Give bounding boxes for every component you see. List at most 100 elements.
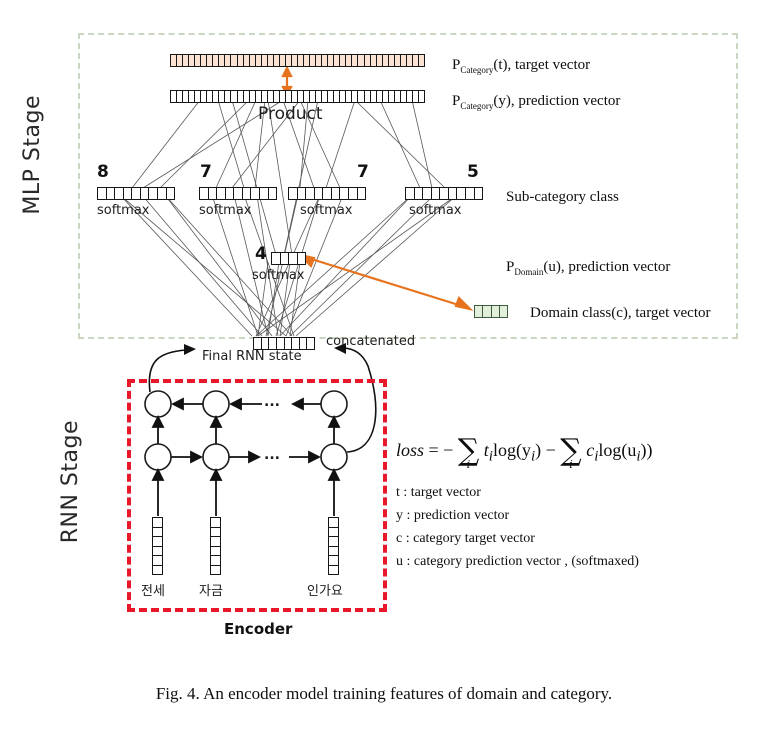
vector-cell (280, 91, 286, 102)
vector-cell (225, 91, 232, 102)
loss-lhs: loss (396, 440, 425, 460)
vector-cell (107, 188, 116, 199)
vector-cell (153, 528, 162, 537)
rnn-stage-frame (127, 379, 387, 612)
vector-cell (329, 528, 338, 537)
vector-cell (371, 91, 377, 102)
vector-cell (297, 55, 305, 66)
vector-cell (177, 55, 184, 66)
vector-cell (268, 91, 274, 102)
vector-cell (243, 55, 250, 66)
vector-cell (262, 338, 270, 349)
vector-cell (269, 188, 277, 199)
summation-1-icon: ∑i (457, 433, 480, 471)
subcategory-count-2: 7 (357, 162, 369, 182)
loss-minus-2: − (545, 440, 556, 460)
vector-cell (238, 91, 244, 102)
vector-cell (400, 55, 407, 66)
encoder-label: Encoder (224, 620, 293, 638)
vector-cell (249, 55, 256, 66)
vector-cell (304, 55, 311, 66)
input-word-1: 자금 (199, 584, 223, 599)
vector-cell (377, 91, 383, 102)
subcategory-count-3: 5 (467, 162, 479, 182)
vector-cell (323, 188, 332, 199)
vector-cell (346, 55, 353, 66)
vector-cell (158, 188, 167, 199)
vector-cell (328, 55, 335, 66)
vector-cell (277, 338, 285, 349)
vector-cell (171, 91, 178, 102)
vector-cell (177, 91, 184, 102)
category-target-vector (170, 54, 425, 67)
subcategory-count-1: 7 (200, 162, 212, 182)
vector-cell (272, 253, 281, 264)
vector-cell (171, 55, 178, 66)
vector-cell (310, 91, 317, 102)
vector-cell (475, 306, 484, 317)
final-rnn-state-vector (253, 337, 315, 350)
vector-cell (201, 91, 208, 102)
rnn-ellipsis-top: ... (264, 394, 280, 410)
loss-term-1-fn: log(y (492, 440, 531, 460)
domain-softmax-label: softmax (252, 268, 305, 283)
vector-cell (475, 188, 483, 199)
input-vector-2 (328, 517, 339, 575)
vector-cell (298, 253, 306, 264)
vector-cell (329, 518, 338, 528)
vector-cell (183, 91, 190, 102)
vector-cell (195, 55, 202, 66)
vector-cell (124, 188, 133, 199)
vector-cell (243, 188, 252, 199)
loss-term-1-fn-sub: i (530, 448, 536, 465)
subcategory-softmax-0: softmax (97, 203, 150, 218)
vector-cell (231, 91, 238, 102)
vector-cell (256, 91, 262, 102)
vector-cell (219, 55, 226, 66)
loss-formula: loss = − ∑i tilog(yi) − ∑i cilog(ui)) (396, 433, 653, 471)
category-prediction-vector-label: PCategory(y), prediction vector (452, 93, 621, 111)
vector-cell (292, 91, 298, 102)
vector-cell (289, 253, 298, 264)
input-word-0: 전세 (141, 584, 165, 599)
vector-cell (281, 253, 289, 264)
loss-term-1: t (483, 440, 489, 460)
vector-cell (440, 188, 449, 199)
vector-cell (358, 91, 365, 102)
vector-cell (316, 55, 323, 66)
figure-caption: Fig. 4. An encoder model training featur… (155, 684, 613, 703)
mlp-stage-frame (78, 33, 738, 339)
vector-cell (329, 547, 338, 556)
vector-cell (267, 55, 274, 66)
vector-cell (225, 55, 232, 66)
vector-cell (285, 55, 292, 66)
domain-prediction-vector-label: PDomain(u), prediction vector (506, 259, 671, 277)
vector-cell (219, 91, 226, 102)
domain-target-vector (474, 305, 508, 318)
loss-term-2-fn: log(u (598, 440, 637, 460)
vector-cell (189, 55, 196, 66)
subcategory-softmax-3: softmax (409, 203, 462, 218)
vector-cell (250, 91, 256, 102)
loss-term-2-sub: i (594, 448, 599, 465)
vector-cell (291, 55, 298, 66)
subcategory-vector-1 (199, 187, 277, 200)
vector-cell (334, 91, 341, 102)
domain-count: 4 (255, 244, 267, 264)
vector-cell (376, 55, 383, 66)
input-vector-0 (152, 517, 163, 575)
vector-cell (329, 566, 338, 575)
vector-cell (370, 55, 377, 66)
vector-cell (254, 338, 262, 349)
vector-cell (449, 188, 458, 199)
vector-cell (200, 188, 209, 199)
vector-cell (346, 91, 353, 102)
vector-cell (273, 55, 280, 66)
vector-cell (285, 338, 293, 349)
vector-cell (153, 518, 162, 528)
vector-cell (251, 188, 260, 199)
input-vector-1 (210, 517, 221, 575)
vector-cell (383, 91, 389, 102)
vector-cell (322, 55, 329, 66)
loss-legend-0: t : target vector (396, 485, 481, 500)
